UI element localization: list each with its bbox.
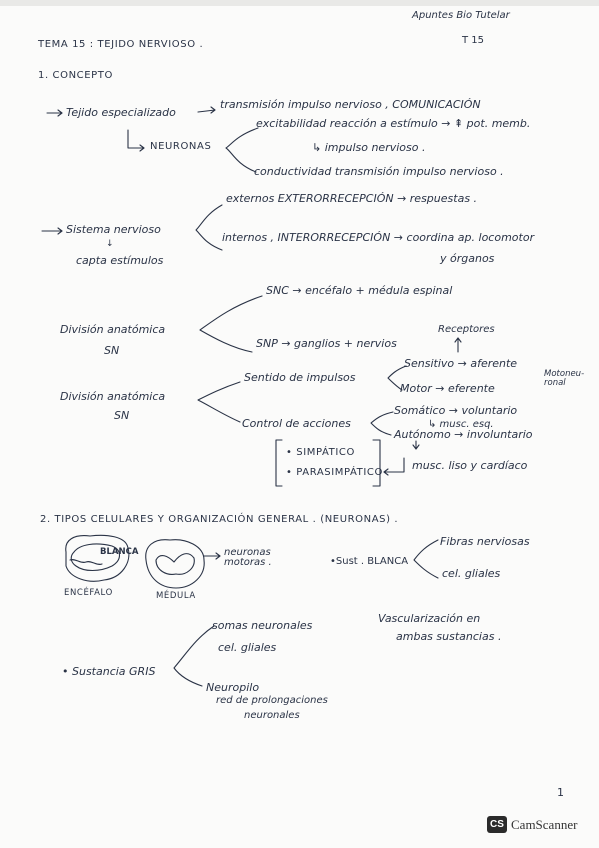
brace [413, 539, 439, 579]
bracket [372, 439, 381, 487]
organos: y órganos [440, 252, 495, 265]
division-funcional-sn: SN [114, 409, 130, 422]
autonomo-involuntario: Autónomo → involuntario [394, 428, 533, 441]
somatico-voluntario: Somático → voluntario [394, 404, 518, 417]
externos: externos EXTERORRECEPCIÓN → respuestas . [226, 192, 478, 205]
encefalo-tag: BLANCA [100, 547, 139, 557]
excitabilidad: excitabilidad reacción a estímulo → ⇞ po… [256, 117, 531, 130]
sust-gris: • Sustancia GRIS [62, 665, 156, 678]
arrowhead [139, 144, 145, 152]
tejido-transmision: transmisión impulso nervioso , COMUNICAC… [220, 98, 481, 111]
neuropilo: Neuropilo [206, 681, 260, 694]
arrowhead [215, 552, 221, 560]
brace [199, 295, 263, 353]
sistema-arrow-mark: ↓ [106, 239, 114, 249]
conductividad: conductividad transmisión impulso nervio… [254, 165, 504, 178]
brace [173, 625, 215, 687]
receptores-label: Receptores [438, 324, 495, 335]
ambas-sustancias: ambas sustancias . [396, 630, 502, 643]
simpatico: • SIMPÁTICO [286, 447, 355, 458]
encefalo-inner [70, 543, 121, 572]
neuronas-motoras: neuronas motoras . [224, 547, 272, 568]
motor-eferente: Motor → eferente [400, 382, 495, 395]
encefalo-caption: ENCÉFALO [64, 588, 113, 598]
arrowhead [383, 468, 389, 476]
page-top-shade [0, 0, 599, 6]
camscanner-watermark: CS CamScanner [487, 816, 577, 833]
bracket [275, 439, 283, 487]
musc-esq: ↳ musc. esq. [428, 419, 494, 430]
section-1-heading: 1. CONCEPTO [38, 70, 113, 81]
parasimpatico: • PARASIMPÁTICO [286, 467, 383, 478]
brace [370, 411, 394, 436]
topic-code: T 15 [462, 35, 485, 46]
arrow-line [197, 109, 216, 113]
snc-line: SNC → encéfalo + médula espinal [266, 284, 453, 297]
camscanner-logo-icon: CS [487, 816, 507, 833]
brace [195, 204, 223, 251]
neuronas-label: NEURONAS [150, 141, 212, 152]
brace [387, 365, 407, 391]
vascularizacion: Vascularización en [378, 612, 481, 625]
snp-line: SNP → ganglios + nervios [256, 337, 397, 350]
sust-blanca: •Sust . BLANCA [330, 556, 409, 567]
motoneuronal: Motoneu-ronal [544, 369, 585, 388]
capta-estimulos: capta estímulos [76, 254, 164, 267]
medula-gray-butterfly [155, 553, 195, 575]
camscanner-name: CamScanner [511, 816, 578, 832]
arrowhead [454, 337, 462, 343]
sentido-impulsos: Sentido de impulsos [244, 371, 356, 384]
fibras-nerviosas: Fibras nerviosas [440, 535, 530, 548]
encefalo-outline [65, 534, 130, 582]
encefalo-folds [69, 559, 103, 565]
brace [197, 381, 241, 423]
medula-caption: MÉDULA [156, 591, 196, 601]
page-number: 1 [557, 786, 564, 799]
cel-gliales-gris: cel. gliales [218, 641, 277, 654]
control-acciones: Control de acciones [242, 417, 351, 430]
arrowhead [57, 227, 63, 235]
cel-gliales-blanca: cel. gliales [442, 567, 501, 580]
musc-liso-cardiaco: musc. liso y cardíaco [412, 459, 528, 472]
tejido-label: Tejido especializado [66, 106, 176, 119]
section-2-heading: 2. TIPOS CELULARES Y ORGANIZACIÓN GENERA… [40, 514, 399, 525]
return-arrow [383, 457, 405, 473]
arrowhead [57, 109, 63, 117]
arrowhead [210, 106, 216, 114]
notes-label: Apuntes Bio Tutelar [412, 10, 510, 21]
arrowhead [412, 444, 420, 450]
neuronales: neuronales [244, 710, 300, 721]
division-anatomica-label: División anatómica [60, 323, 166, 336]
internos: internos , INTERORRECEPCIÓN → coordina a… [222, 231, 535, 244]
sistema-nervioso-label: Sistema nervioso [66, 223, 161, 236]
red-prolongaciones: red de prolongaciones [216, 695, 328, 706]
medula-outline [145, 539, 205, 589]
impulso-nervioso: ↳ impulso nervioso . [312, 141, 426, 154]
sensitivo-aferente: Sensitivo → aferente [404, 357, 518, 370]
hook-arrow [127, 129, 145, 149]
division-funcional-label: División anatómica [60, 390, 166, 403]
page-title: TEMA 15 : TEJIDO NERVIOSO . [38, 39, 204, 50]
brace [225, 127, 259, 173]
division-anatomica-sn: SN [104, 344, 120, 357]
somas-neuronales: somas neuronales [212, 619, 313, 632]
